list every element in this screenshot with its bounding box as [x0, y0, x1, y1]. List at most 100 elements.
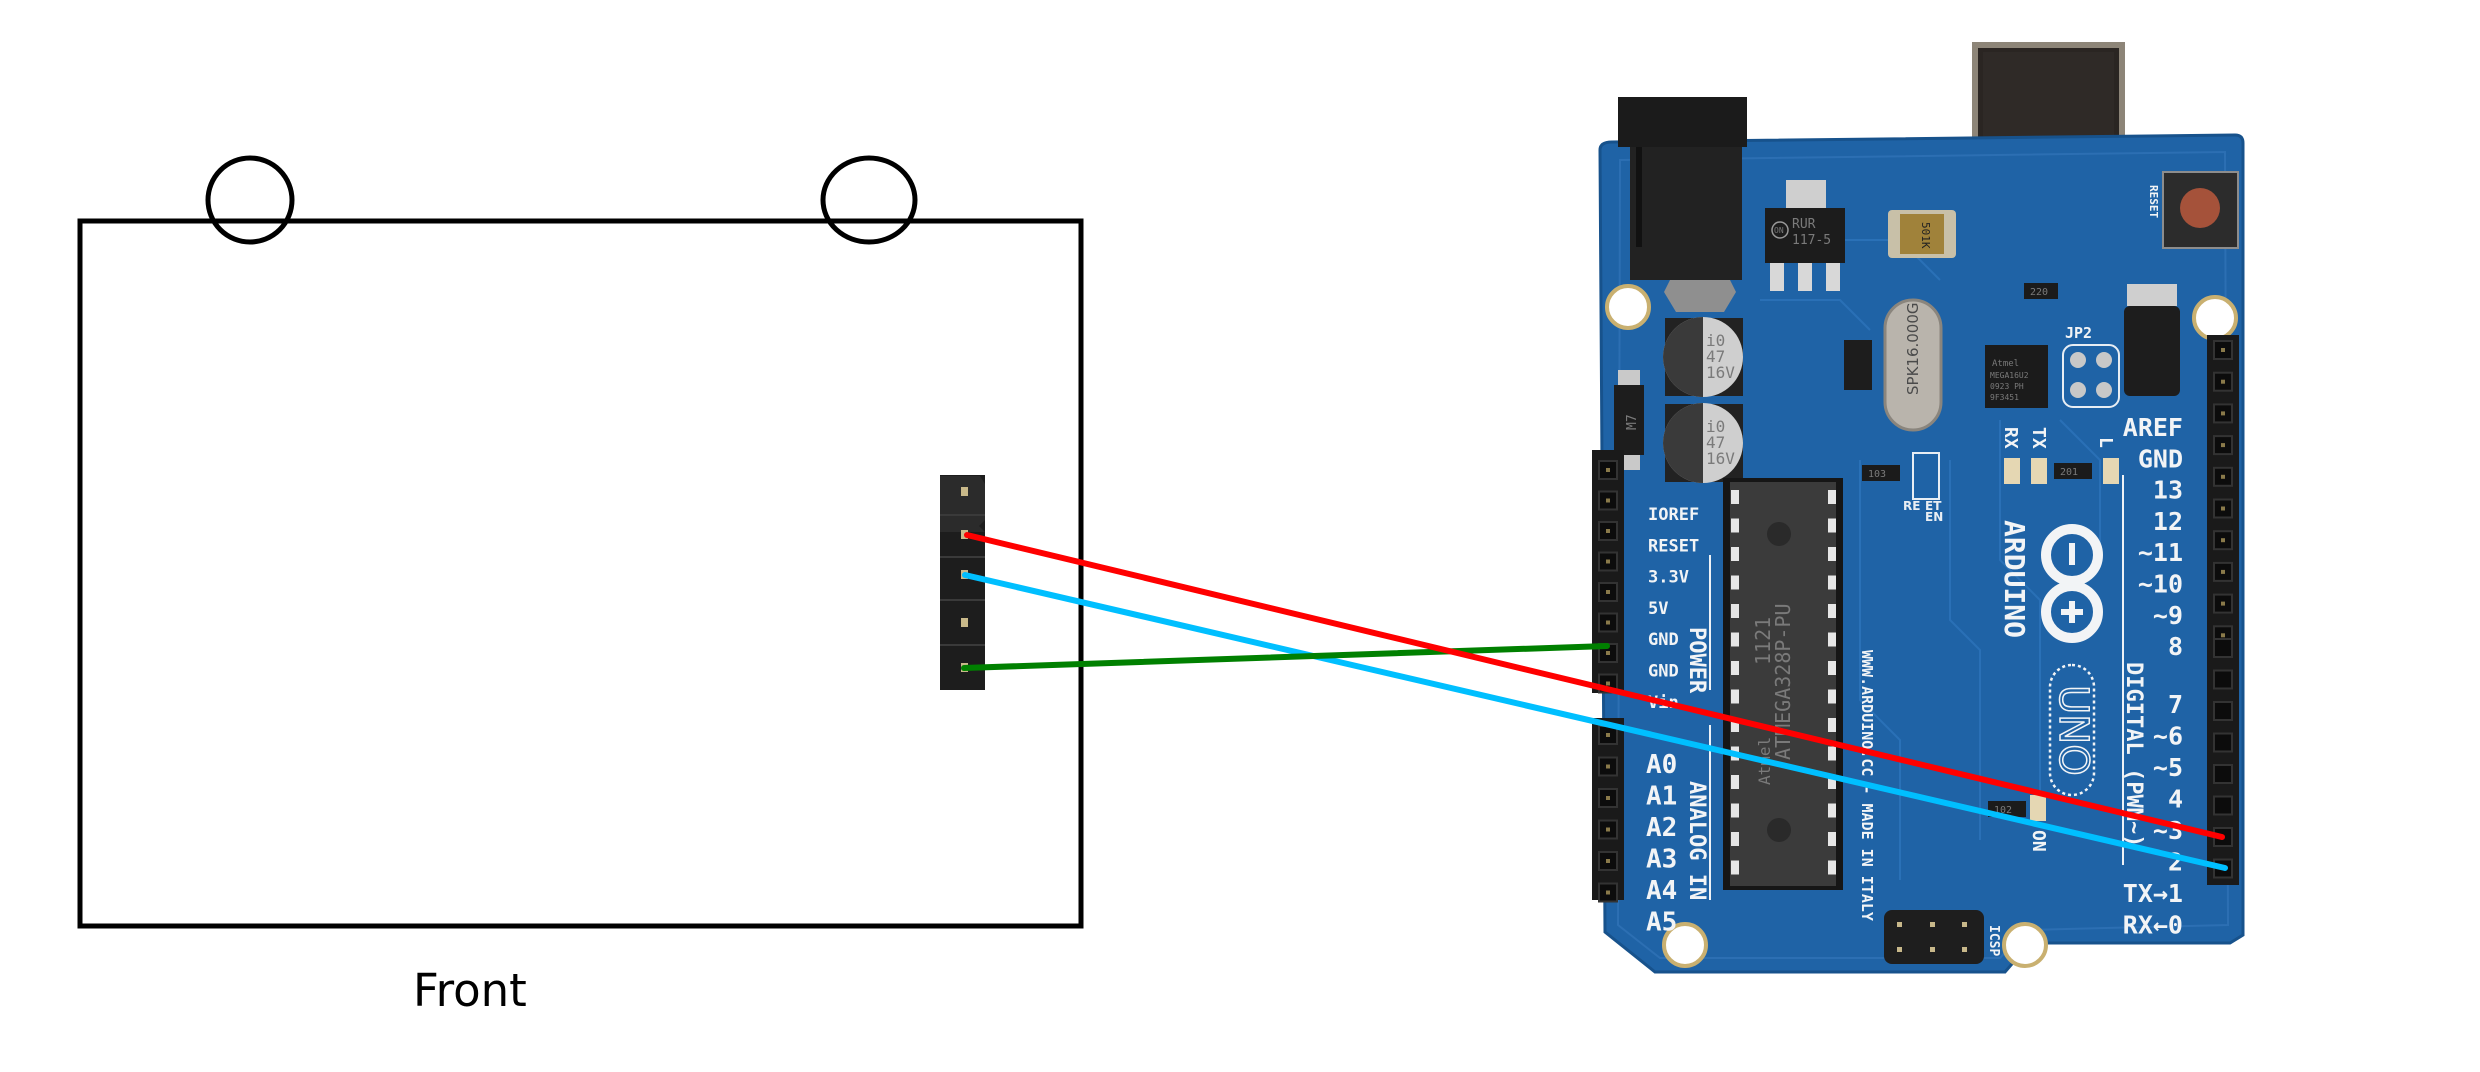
- chip-pin: [1731, 575, 1739, 590]
- board-hole-bottom-left: [1662, 922, 1708, 968]
- jp2-pads: JP2: [2062, 324, 2120, 408]
- crystal-mark: SPK16.000G: [1904, 302, 1922, 395]
- svg-text:i0: i0: [1706, 331, 1725, 350]
- digital-pin-label: TX→1: [2123, 879, 2183, 908]
- analog-pin-socket-contact: [1606, 827, 1610, 832]
- usb-chip: Atmel MEGA16U2 0923 PH 9F3451: [1985, 345, 2048, 408]
- digital-pin-socket: [2213, 795, 2233, 816]
- power-pin-socket-contact: [1606, 529, 1610, 533]
- chip-pin: [1828, 661, 1836, 675]
- module-outline: [77, 218, 1084, 929]
- digital-pin-socket: [2213, 669, 2233, 690]
- et-label: ET: [1925, 499, 1942, 513]
- re-label: RE: [1903, 499, 1920, 513]
- digital-pin-label: ~9: [2153, 601, 2183, 630]
- led-rx: [2004, 458, 2020, 484]
- svg-text:0923 PH: 0923 PH: [1990, 382, 2024, 391]
- digital-pin-socket-contact: [2221, 538, 2225, 543]
- chip-pin: [1828, 718, 1836, 732]
- power-pin-label: IOREF: [1648, 505, 1699, 525]
- resistor-array-103: [1862, 465, 1900, 481]
- analog-pin-socket-contact: [1606, 890, 1610, 895]
- module-caption: Front: [413, 964, 527, 1017]
- led-l-label: L: [2095, 437, 2116, 448]
- power-header: [1592, 450, 1624, 694]
- digital-pin-socket-contact: [2221, 348, 2225, 352]
- digital-pin-label: 2: [2168, 848, 2183, 877]
- power-pin-socket-contact: [1606, 590, 1610, 594]
- chip-pin: [1828, 575, 1836, 590]
- analog-pin-socket-contact: [1606, 733, 1610, 737]
- diode: M7: [1614, 370, 1644, 470]
- jp2-label: JP2: [2065, 324, 2092, 342]
- analog-pin-socket-contact: [1606, 796, 1610, 800]
- svg-text:47: 47: [1706, 433, 1725, 452]
- chip-pin: [1731, 604, 1739, 618]
- digital-pin-socket-contact: [2221, 506, 2225, 511]
- power-pin-socket-contact: [1606, 559, 1610, 564]
- board-hole-bottom-mid: [2002, 922, 2048, 968]
- digital-pin-label: ~11: [2138, 538, 2183, 567]
- power-pin-socket-contact: [1606, 651, 1610, 655]
- chip-pin: [1731, 661, 1739, 675]
- digital-pin-label: ~5: [2153, 753, 2183, 782]
- chip-pin: [1828, 803, 1836, 818]
- analog-pin-label: A4: [1646, 876, 1677, 906]
- power-pin-socket-contact: [1606, 498, 1610, 503]
- module-pin-4: [961, 618, 968, 627]
- voltage-regulator: ON RUR 117-5: [1765, 180, 1845, 291]
- digital-pin-label: GND: [2138, 444, 2183, 473]
- power-pin-socket-contact: [1606, 681, 1610, 686]
- chip-pin: [1731, 832, 1739, 846]
- chip-pin: [1828, 547, 1836, 561]
- wire-green-gnd[interactable]: [961, 643, 1610, 671]
- main-chip-line2: 1121: [1751, 617, 1775, 665]
- svg-text:9F3451: 9F3451: [1990, 393, 2019, 402]
- power-pin-label: GND: [1648, 662, 1679, 682]
- chip-pin: [1731, 718, 1739, 732]
- icsp-header: ICSP: [1884, 910, 2001, 964]
- regulator-line2: 117-5: [1792, 233, 1831, 248]
- svg-text:47: 47: [1706, 347, 1725, 366]
- chip-pin: [1731, 632, 1739, 647]
- diode-mark: M7: [1625, 414, 1640, 430]
- digital-pin-label: 13: [2153, 476, 2183, 505]
- digital-header: [2207, 335, 2239, 885]
- digital-pin-socket: [2213, 764, 2233, 784]
- digital-pin-label: 12: [2153, 507, 2183, 536]
- chip-pin: [1731, 775, 1739, 789]
- resistor-array-102-mark: 102: [1994, 805, 2012, 816]
- led-tx: [2031, 458, 2047, 484]
- chip-pin: [1828, 689, 1836, 704]
- analog-pin-label: A1: [1646, 782, 1677, 812]
- digital-pin-socket-contact: [2221, 379, 2225, 384]
- chip-pin: [1731, 803, 1739, 818]
- arduino-uno-board: ON RUR 117-5 501K i0 47 16V i0 47: [1592, 42, 2245, 974]
- mounting-hole-right: [820, 155, 918, 245]
- wire-blue-rx[interactable]: [962, 572, 2228, 871]
- module-pin-1: [961, 487, 968, 496]
- analog-pin-socket-contact: [1606, 764, 1610, 769]
- digital-pin-socket: [2213, 701, 2233, 721]
- led-on: [2030, 795, 2046, 821]
- capacitor-1: i0 47 16V: [1663, 317, 1743, 397]
- icsp-label: ICSP: [1986, 925, 2001, 956]
- reset-button[interactable]: RESET: [2147, 171, 2239, 249]
- reset-label: RESET: [2147, 185, 2160, 218]
- power-pin-label: GND: [1648, 630, 1679, 650]
- analog-header: [1592, 718, 1624, 903]
- en-label: EN: [1925, 510, 1943, 524]
- digital-pin-socket-contact: [2221, 601, 2225, 606]
- chip-pin: [1828, 490, 1836, 504]
- chip-pin: [1731, 860, 1739, 875]
- digital-pin-socket-contact: [2221, 474, 2225, 479]
- chip-pin: [1828, 860, 1836, 875]
- atmega328-chip: ATMEGA328P-PU 1121 Atmel: [1723, 478, 1843, 890]
- chip-pin: [1828, 518, 1836, 533]
- power-pin-label: RESET: [1648, 536, 1699, 556]
- resistor-array-220: [2024, 283, 2058, 299]
- regulator-logo: ON: [1774, 226, 1784, 235]
- wire-red-tx[interactable]: [964, 532, 2225, 840]
- analog-pin-label: A5: [1646, 908, 1677, 938]
